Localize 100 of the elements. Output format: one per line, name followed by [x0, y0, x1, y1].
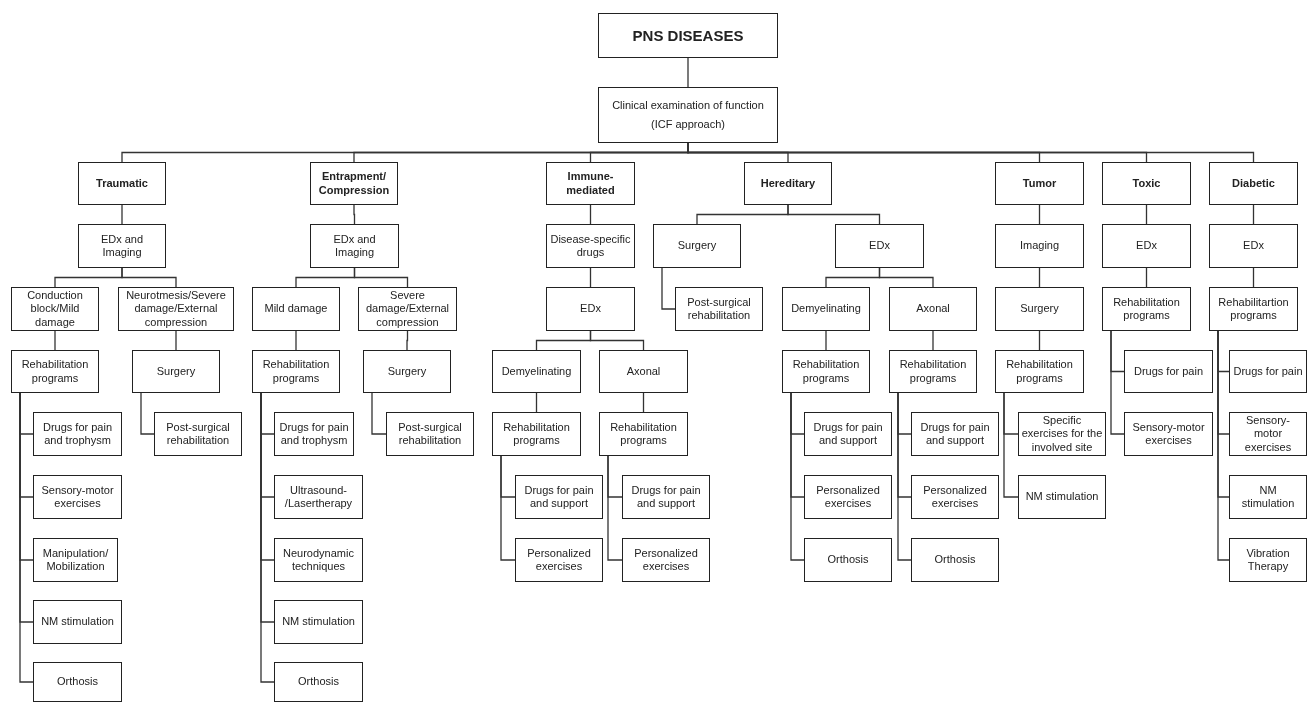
box-label: Drugs for pain: [1133, 364, 1204, 379]
process-box: [1229, 538, 1307, 582]
box-label: Rehabilitation programs: [1112, 295, 1181, 323]
box-label: Drugs for pain: [1233, 364, 1303, 379]
box-label: Rehabilitation programs: [261, 358, 331, 385]
category-box: [1209, 162, 1298, 205]
process-box: [1124, 412, 1213, 456]
box-label: Disease-specific drugs: [549, 232, 632, 260]
box-label: Surgery: [387, 364, 427, 379]
box-label: Drugs for pain and support: [812, 420, 884, 448]
process-box: [386, 412, 474, 456]
box-label: Demyelinating: [501, 364, 572, 379]
box-label: Demyelinating: [791, 302, 861, 316]
process-box: [804, 412, 892, 456]
process-box: [995, 287, 1084, 331]
box-label: Post-surgical rehabilitation: [686, 295, 752, 323]
connector-line: [1110, 330, 1125, 435]
process-box: [358, 287, 457, 331]
box-label: Severe damage/External compression: [364, 289, 451, 329]
box-label: Ultrasound- /Lasertherapy: [283, 483, 354, 511]
box-label: EDx and Imaging: [99, 232, 145, 260]
process-box: [911, 475, 999, 519]
process-box: [1209, 287, 1298, 331]
box-label: NM stimulation: [1240, 483, 1296, 511]
process-box: [274, 412, 354, 456]
process-box: [675, 287, 763, 331]
connector-line: [121, 267, 177, 288]
process-box: [622, 475, 710, 519]
category-box: [744, 162, 832, 205]
process-box: [1229, 412, 1307, 456]
process-box: [515, 538, 603, 582]
category-box: [310, 162, 398, 205]
process-box: [995, 350, 1084, 393]
box-label: EDx: [1136, 239, 1157, 253]
connector-line: [1038, 267, 1041, 288]
connector-line: [54, 330, 56, 351]
connector-line: [687, 57, 689, 88]
process-box: [252, 287, 340, 331]
connector-line: [1252, 267, 1255, 288]
connector-line: [353, 204, 356, 225]
box-label: Orthosis: [57, 675, 98, 689]
box-label: Vibration Therapy: [1245, 546, 1291, 574]
connector-line: [406, 330, 409, 351]
box-label: Clinical examination of function: [612, 99, 764, 113]
category-box: [1102, 162, 1191, 205]
box-label: Personalized exercises: [815, 483, 881, 511]
box-label: NM stimulation: [282, 615, 355, 629]
connector-line: [1003, 392, 1019, 498]
process-box: [653, 224, 741, 268]
box-label: Rehabilitartion programs: [1217, 295, 1290, 323]
process-box: [599, 350, 688, 393]
box-label: Hereditary: [760, 176, 816, 191]
connector-line: [589, 330, 645, 351]
box-label: Drugs for pain and trophysm: [41, 420, 114, 448]
process-box: [118, 287, 234, 331]
process-box: [33, 538, 118, 582]
box-label: (ICF approach): [651, 117, 725, 131]
box-label: Immune- mediated: [565, 170, 616, 197]
box-label: NM stimulation: [1025, 490, 1099, 504]
connector-line: [295, 330, 297, 351]
connector-line: [932, 330, 934, 351]
box-label: Sensory-motor exercises: [1243, 414, 1293, 454]
connector-line: [121, 204, 123, 225]
process-box: [889, 287, 977, 331]
connector-line: [1217, 330, 1230, 561]
box-label: Neurotmesis/Severe damage/External compression: [125, 289, 227, 329]
connector-line: [589, 204, 592, 225]
process-box: [33, 600, 122, 644]
box-label: Neurodynamic techniques: [282, 546, 355, 574]
box-label: Orthosis: [934, 553, 976, 567]
process-box: [598, 87, 778, 143]
box-label: Conduction block/Mild damage: [26, 289, 84, 329]
box-label: Drugs for pain and support: [523, 483, 595, 511]
process-box: [274, 662, 363, 702]
box-label: EDx and Imaging: [332, 232, 377, 260]
process-box: [154, 412, 242, 456]
process-box: [274, 600, 363, 644]
box-label: Diabetic: [1232, 176, 1275, 191]
box-label: Rehabilitation programs: [609, 420, 678, 448]
box-label: Rehabilitation programs: [502, 420, 571, 448]
process-box: [889, 350, 977, 393]
connector-line: [661, 267, 676, 310]
process-box: [11, 350, 99, 393]
process-box: [804, 475, 892, 519]
process-box: [274, 538, 363, 582]
connector-line: [790, 392, 805, 561]
process-box: [1209, 224, 1298, 268]
connector-line: [1038, 204, 1041, 225]
box-label: Entrapment/ Compression: [317, 170, 391, 197]
box-label: Rehabilitation programs: [20, 358, 90, 385]
box-label: Drugs for pain and support: [630, 483, 702, 511]
process-box: [78, 224, 166, 268]
connector-line: [500, 455, 516, 561]
connector-line: [19, 392, 34, 683]
category-box: [546, 162, 635, 205]
connector-line: [535, 392, 538, 413]
box-label: Surgery: [156, 364, 196, 379]
box-label: Traumatic: [96, 176, 148, 191]
connector-line: [1145, 204, 1148, 225]
process-box: [492, 412, 581, 456]
